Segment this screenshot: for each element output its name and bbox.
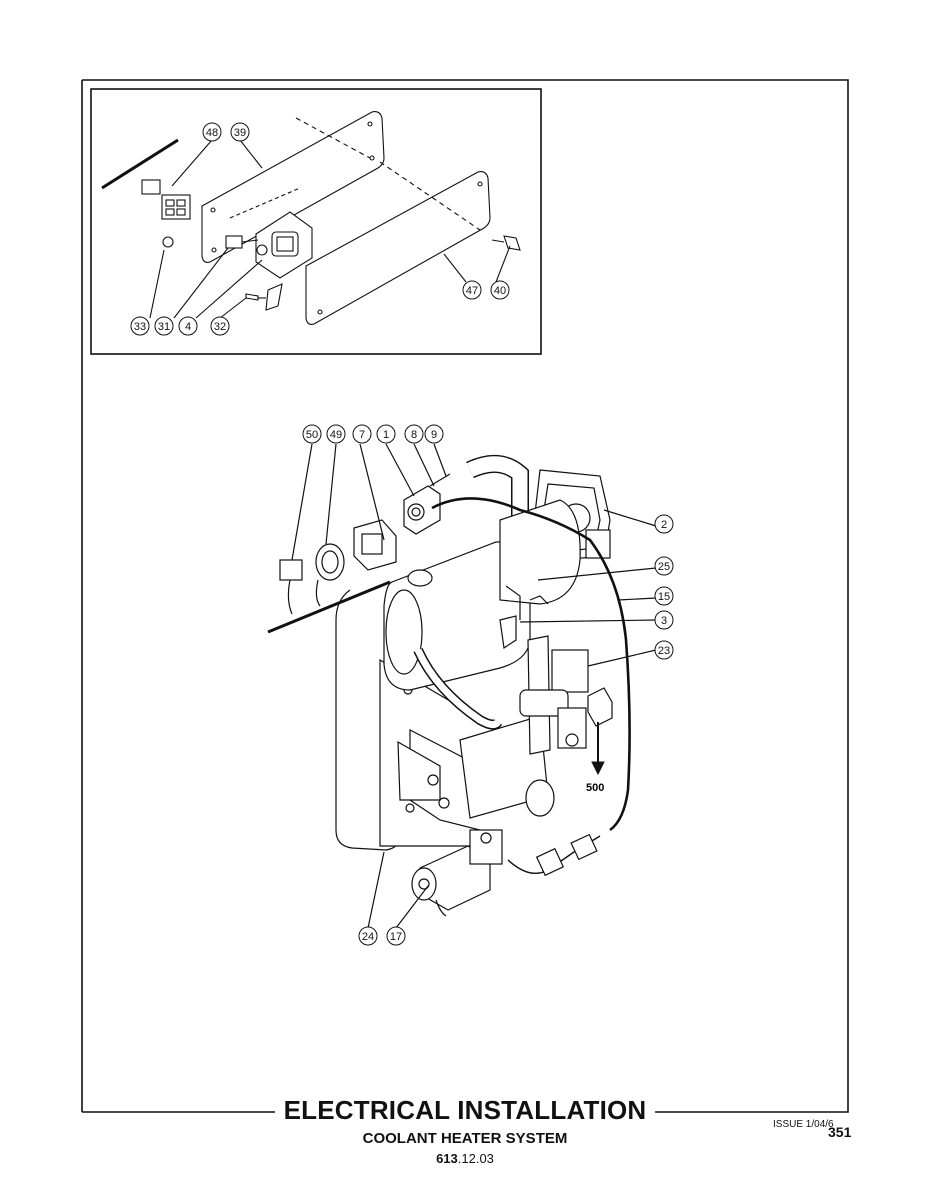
callout-label: 7 (359, 429, 365, 441)
callout-circle (654, 640, 674, 660)
callout-1: 1 (376, 424, 396, 444)
callout-4: 4 (178, 316, 198, 336)
inset-frame (90, 88, 542, 355)
callout-40: 40 (490, 280, 510, 300)
callout-label: 31 (158, 321, 170, 333)
callout-7: 7 (352, 424, 372, 444)
heater-drawing (267, 443, 657, 929)
callout-50: 50 (302, 424, 322, 444)
issue-label: ISSUE 1/04/6 (773, 1119, 834, 1130)
callout-label: 47 (466, 285, 478, 297)
callout-3: 3 (654, 610, 674, 630)
callout-circle (130, 316, 150, 336)
callout-label: 24 (362, 931, 374, 943)
page-number: 351 (828, 1124, 852, 1140)
callout-15: 15 (654, 586, 674, 606)
callout-label: 39 (234, 127, 246, 139)
callout-48: 48 (202, 122, 222, 142)
callout-label: 3 (661, 615, 667, 627)
callout-8: 8 (404, 424, 424, 444)
callout-circle (210, 316, 230, 336)
title-main: ELECTRICAL INSTALLATION (275, 1095, 655, 1125)
callout-circle (490, 280, 510, 300)
callout-32: 32 (210, 316, 230, 336)
callout-label: 15 (658, 591, 670, 603)
callout-label: 48 (206, 127, 218, 139)
callout-31: 31 (154, 316, 174, 336)
callout-47: 47 (462, 280, 482, 300)
arrow-500 (591, 722, 605, 776)
callout-circle (376, 424, 396, 444)
callouts: 48 39 33 31 4 32 47 40 50 49 7 1 8 9 2 25 15 3 23 24 17 (130, 122, 674, 946)
callout-9: 9 (424, 424, 444, 444)
callout-circle (352, 424, 372, 444)
code-bold: 613 (436, 1151, 458, 1166)
callout-label: 2 (661, 519, 667, 531)
callout-circle (654, 514, 674, 534)
callout-23: 23 (654, 640, 674, 660)
inset-drawing (101, 111, 521, 325)
callout-39: 39 (230, 122, 250, 142)
callout-circle (358, 926, 378, 946)
code-rest: .12.03 (457, 1151, 494, 1166)
callout-label: 9 (431, 429, 437, 441)
callout-label: 40 (494, 285, 506, 297)
title-sub: COOLANT HEATER SYSTEM (362, 1130, 568, 1147)
callout-49: 49 (326, 424, 346, 444)
callout-label: 8 (411, 429, 417, 441)
callout-circle (302, 424, 322, 444)
callout-24: 24 (358, 926, 378, 946)
callout-label: 49 (330, 429, 342, 441)
page-frame (82, 79, 849, 1113)
callout-2: 2 (654, 514, 674, 534)
callout-circle (424, 424, 444, 444)
callout-label: 25 (658, 561, 670, 573)
title-code: 613.12.03 (390, 1151, 540, 1166)
callout-circle (202, 122, 222, 142)
callout-circle (386, 926, 406, 946)
callout-label: 4 (185, 321, 191, 333)
callout-circle (654, 556, 674, 576)
callout-label: 1 (383, 429, 389, 441)
callout-33: 33 (130, 316, 150, 336)
arrow-label: 500 (586, 782, 604, 794)
callout-circle (230, 122, 250, 142)
callout-circle (462, 280, 482, 300)
callout-label: 32 (214, 321, 226, 333)
callout-17: 17 (386, 926, 406, 946)
callout-label: 33 (134, 321, 146, 333)
callout-circle (404, 424, 424, 444)
callout-label: 50 (306, 429, 318, 441)
callout-label: 17 (390, 931, 402, 943)
callout-circle (178, 316, 198, 336)
callout-circle (654, 586, 674, 606)
callout-25: 25 (654, 556, 674, 576)
callout-circle (326, 424, 346, 444)
callout-label: 23 (658, 645, 670, 657)
callout-circle (154, 316, 174, 336)
callout-circle (654, 610, 674, 630)
